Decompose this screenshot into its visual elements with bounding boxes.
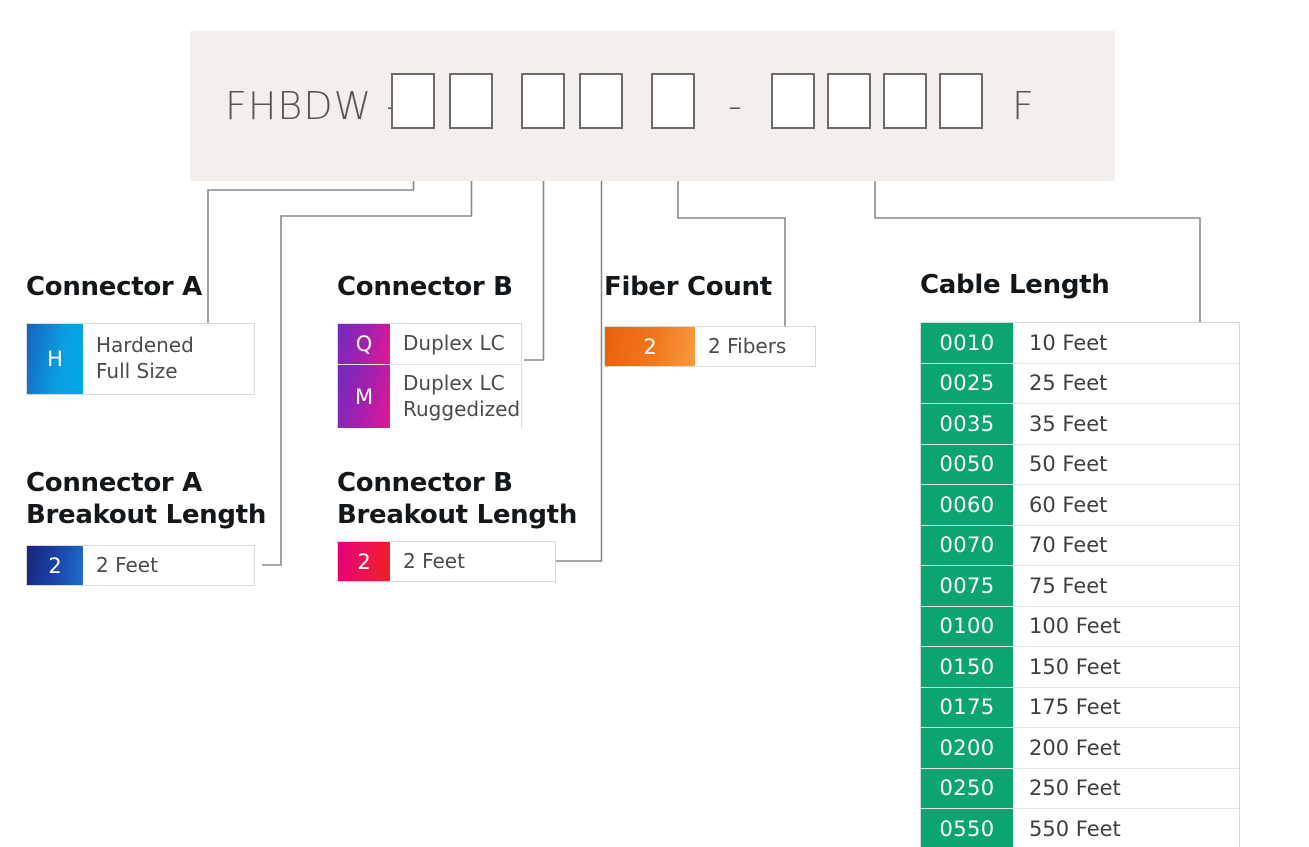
cable-length-row[interactable]: 0070 70 Feet xyxy=(921,525,1239,566)
cable-length-label: 250 Feet xyxy=(1029,776,1121,801)
connector-b-code-swatch-m: M xyxy=(338,365,390,428)
cable-length-code: 0250 xyxy=(921,768,1013,808)
cable-length-row[interactable]: 0050 50 Feet xyxy=(921,444,1239,485)
cable-length-label: 175 Feet xyxy=(1029,695,1121,720)
connector-a-breakout-label-text: 2 Feet xyxy=(96,552,158,577)
part-number-slot-8[interactable] xyxy=(883,73,927,129)
cable-length-row[interactable]: 0035 35 Feet xyxy=(921,404,1239,445)
connector-b-label-q: Duplex LC xyxy=(390,324,521,364)
connector-b-code-q: Q xyxy=(355,332,373,356)
cable-length-label: 150 Feet xyxy=(1029,654,1121,679)
connector-b-breakout-label-text: 2 Feet xyxy=(403,548,465,573)
connector-b-breakout-card: 2 2 Feet xyxy=(337,541,556,582)
cable-length-code: 0550 xyxy=(921,809,1013,847)
connector-a-breakout-code-swatch: 2 xyxy=(27,546,83,585)
connector-b-breakout-code-swatch: 2 xyxy=(338,542,390,581)
connector-a-breakout-option-row[interactable]: 2 2 Feet xyxy=(27,546,254,585)
fiber-count-card: 2 2 Fibers xyxy=(604,326,816,367)
connector-a-breakout-label: 2 Feet xyxy=(83,546,254,585)
cable-length-label: 10 Feet xyxy=(1029,330,1108,355)
cable-length-code: 0035 xyxy=(921,404,1013,444)
cable-length-row[interactable]: 0010 10 Feet xyxy=(921,323,1239,364)
cable-length-row[interactable]: 0250 250 Feet xyxy=(921,768,1239,809)
fiber-count-label-text: 2 Fibers xyxy=(708,333,787,358)
cable-length-row[interactable]: 0025 25 Feet xyxy=(921,363,1239,404)
cable-length-label: 200 Feet xyxy=(1029,735,1121,760)
part-number-slot-4[interactable] xyxy=(579,73,623,129)
connector-b-breakout-code: 2 xyxy=(357,549,371,574)
part-number-slot-5[interactable] xyxy=(651,73,695,129)
part-number-slot-9[interactable] xyxy=(939,73,983,129)
connector-b-option-row-q[interactable]: Q Duplex LC xyxy=(338,324,521,365)
cable-length-label: 100 Feet xyxy=(1029,614,1121,639)
connector-a-card: H Hardened Full Size xyxy=(26,323,255,395)
fiber-count-heading: Fiber Count xyxy=(604,272,772,302)
connector-a-code-swatch: H xyxy=(27,324,83,394)
cable-length-label: 75 Feet xyxy=(1029,573,1108,598)
part-number-suffix: F xyxy=(1012,84,1034,128)
cable-length-row[interactable]: 0075 75 Feet xyxy=(921,566,1239,607)
cable-length-heading: Cable Length xyxy=(920,270,1110,300)
connector-a-breakout-heading: Connector A Breakout Length xyxy=(26,468,267,530)
cable-length-label: 25 Feet xyxy=(1029,371,1108,396)
connector-b-label-m-text: Duplex LC Ruggedized xyxy=(403,370,521,421)
cable-length-label: 550 Feet xyxy=(1029,816,1121,841)
cable-length-label: 50 Feet xyxy=(1029,452,1108,477)
connector-b-card: Q Duplex LC M Duplex LC Ruggedized xyxy=(337,323,522,428)
fiber-count-label: 2 Fibers xyxy=(695,327,815,366)
fiber-count-code-swatch: 2 xyxy=(605,327,695,366)
cable-length-code: 0050 xyxy=(921,444,1013,484)
cable-length-row[interactable]: 0150 150 Feet xyxy=(921,647,1239,688)
cable-length-label: 35 Feet xyxy=(1029,411,1108,436)
cable-length-code: 0075 xyxy=(921,566,1013,606)
part-number-prefix: FHBDW xyxy=(225,84,373,128)
connector-a-option-row[interactable]: H Hardened Full Size xyxy=(27,324,254,394)
cable-length-label: 60 Feet xyxy=(1029,492,1108,517)
connector-b-breakout-heading: Connector B Breakout Length xyxy=(337,468,578,530)
connector-b-heading: Connector B xyxy=(337,272,513,302)
connector-a-label: Hardened Full Size xyxy=(83,324,254,394)
part-number-slot-3[interactable] xyxy=(521,73,565,129)
part-number-slot-7[interactable] xyxy=(827,73,871,129)
fiber-count-option-row[interactable]: 2 2 Fibers xyxy=(605,327,815,366)
connector-b-breakout-option-row[interactable]: 2 2 Feet xyxy=(338,542,555,581)
connector-b-label-q-text: Duplex LC xyxy=(403,331,505,356)
connector-b-label-m: Duplex LC Ruggedized xyxy=(390,365,521,428)
part-number-banner: FHBDW - - F xyxy=(190,31,1115,181)
cable-length-code: 0070 xyxy=(921,525,1013,565)
cable-length-label: 70 Feet xyxy=(1029,533,1108,558)
part-number-dash-2: - xyxy=(728,84,742,128)
cable-length-code: 0010 xyxy=(921,323,1013,363)
connector-b-breakout-label: 2 Feet xyxy=(390,542,555,581)
connector-b-code-swatch-q: Q xyxy=(338,324,390,364)
connector-a-label-text: Hardened Full Size xyxy=(96,333,194,383)
connector-b-option-row-m[interactable]: M Duplex LC Ruggedized xyxy=(338,365,521,428)
part-number-slot-2[interactable] xyxy=(449,73,493,129)
cable-length-table: 0010 10 Feet 0025 25 Feet 0035 35 Feet 0050 50 … xyxy=(920,322,1240,847)
connector-a-code: H xyxy=(47,347,63,371)
part-number-slot-6[interactable] xyxy=(771,73,815,129)
cable-length-code: 0060 xyxy=(921,485,1013,525)
connector-a-breakout-code: 2 xyxy=(48,553,62,578)
cable-length-code: 0175 xyxy=(921,687,1013,727)
connector-a-heading: Connector A xyxy=(26,272,202,302)
cable-length-code: 0100 xyxy=(921,606,1013,646)
cable-length-row[interactable]: 0200 200 Feet xyxy=(921,728,1239,769)
connector-a-breakout-card: 2 2 Feet xyxy=(26,545,255,586)
cable-length-code: 0200 xyxy=(921,728,1013,768)
fiber-count-code: 2 xyxy=(643,334,657,359)
cable-length-row[interactable]: 0060 60 Feet xyxy=(921,485,1239,526)
part-number-slot-1[interactable] xyxy=(391,73,435,129)
cable-length-code: 0150 xyxy=(921,647,1013,687)
cable-length-code: 0025 xyxy=(921,363,1013,403)
cable-length-row[interactable]: 0550 550 Feet xyxy=(921,809,1239,847)
cable-length-row[interactable]: 0175 175 Feet xyxy=(921,687,1239,728)
connector-b-code-m: M xyxy=(354,384,374,409)
cable-length-row[interactable]: 0100 100 Feet xyxy=(921,606,1239,647)
